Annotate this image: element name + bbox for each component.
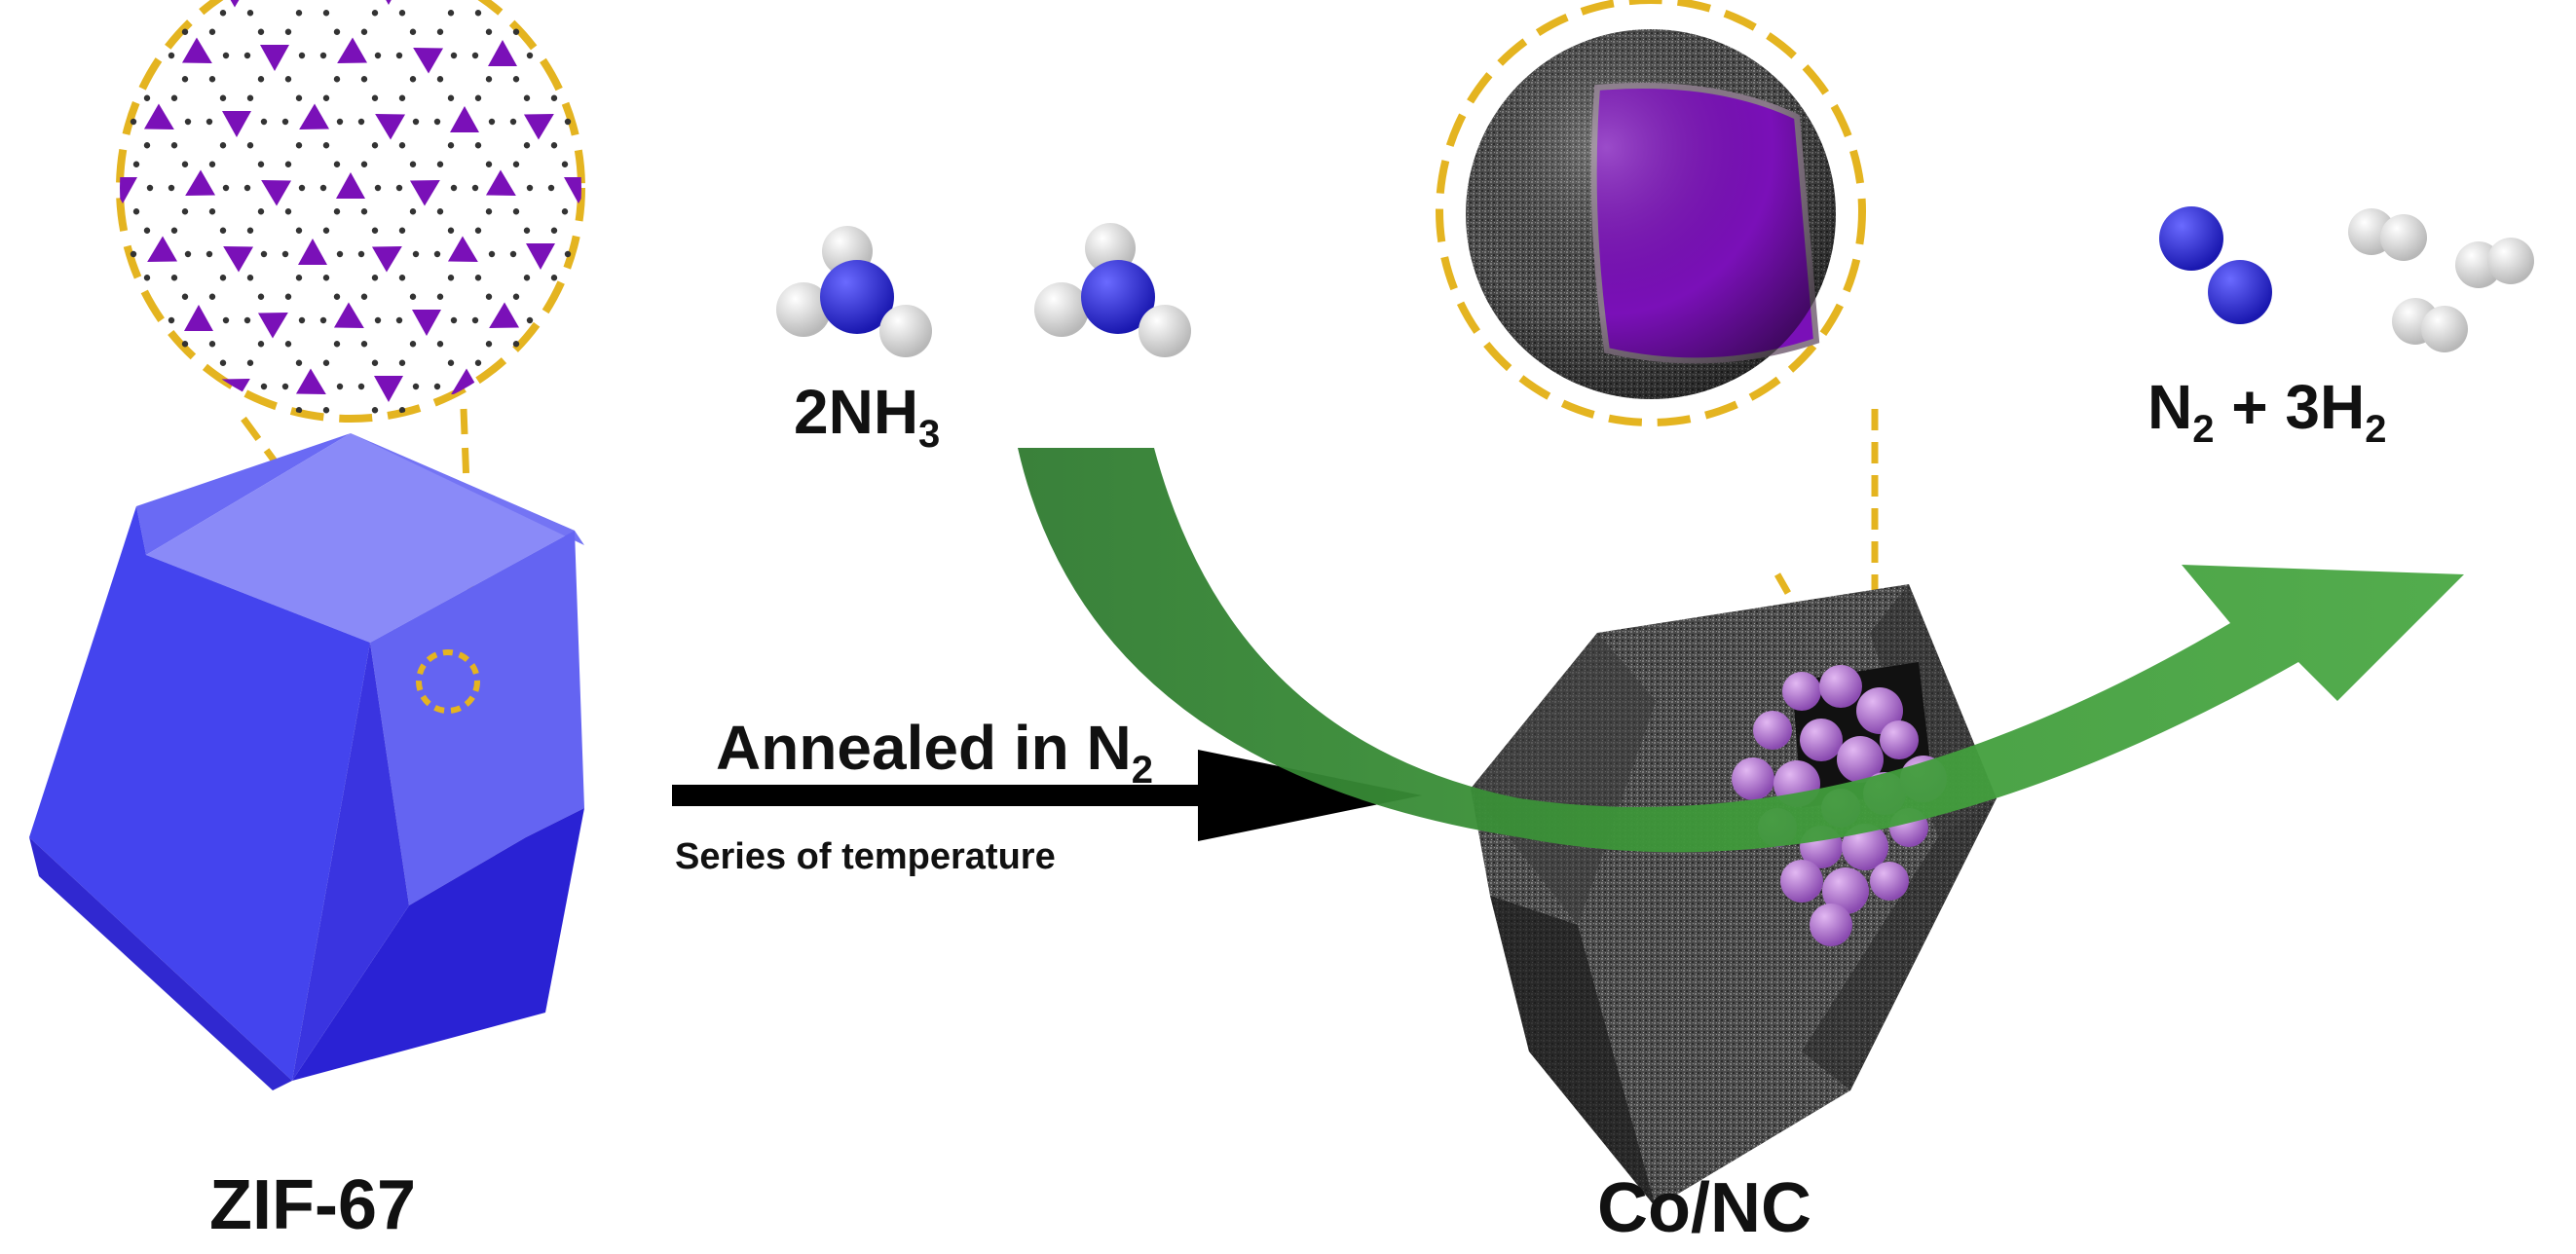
products-label: N2 + 3H2 xyxy=(2147,372,2386,451)
series-label: Series of temperature xyxy=(675,836,1056,877)
zif-zoom-circle xyxy=(116,0,585,423)
nitrogen-molecule-icon xyxy=(2159,206,2272,324)
annealed-label: Annealed in N2 xyxy=(716,713,1153,792)
hydrogen-molecule-icon-1 xyxy=(2348,208,2427,261)
ammonia-molecule-icon-2 xyxy=(1034,223,1191,357)
hydrogen-molecule-icon-2 xyxy=(2455,238,2534,288)
ammonia-molecule-icon-1 xyxy=(776,226,932,357)
zif-crystal-icon xyxy=(29,433,584,1090)
zif67-label: ZIF-67 xyxy=(209,1166,416,1244)
reaction-arrow-icon xyxy=(1018,448,2464,853)
process-arrow-icon xyxy=(672,750,1422,841)
hydrogen-molecule-icon-3 xyxy=(2392,298,2468,352)
conc-zoom-connector xyxy=(1773,409,1879,679)
conc-crystal-icon xyxy=(1471,584,1997,1207)
ammonia-label: 2NH3 xyxy=(794,377,940,456)
conc-label: Co/NC xyxy=(1597,1169,1811,1247)
framework-structure-icon xyxy=(120,0,581,414)
conc-zoom-circle xyxy=(1436,0,1866,426)
